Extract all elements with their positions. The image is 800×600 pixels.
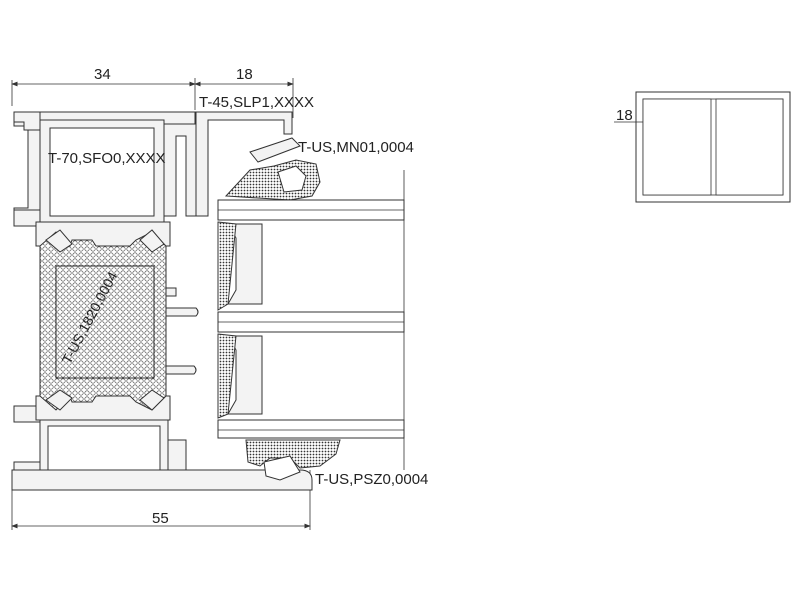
thumbnail-dim-label: 18 xyxy=(616,107,633,124)
top-gasket-label: T-US,MN01,0004 xyxy=(298,139,414,156)
frame-profile-label: T-70,SFO0,XXXX xyxy=(48,150,166,167)
bottom-gasket xyxy=(245,439,341,481)
top-gasket xyxy=(224,159,321,201)
thermal-break xyxy=(39,229,167,411)
dim-label-18: 18 xyxy=(236,66,253,83)
window-elevation-thumbnail xyxy=(614,91,791,203)
sash-profile xyxy=(195,111,301,217)
dim-label-55: 55 xyxy=(152,510,169,527)
sash-profile-label: T-45,SLP1,XXXX xyxy=(199,94,314,111)
dim-label-34: 34 xyxy=(94,66,111,83)
bottom-gasket-label: T-US,PSZ0,0004 xyxy=(315,471,428,488)
glazing-unit xyxy=(217,170,405,470)
